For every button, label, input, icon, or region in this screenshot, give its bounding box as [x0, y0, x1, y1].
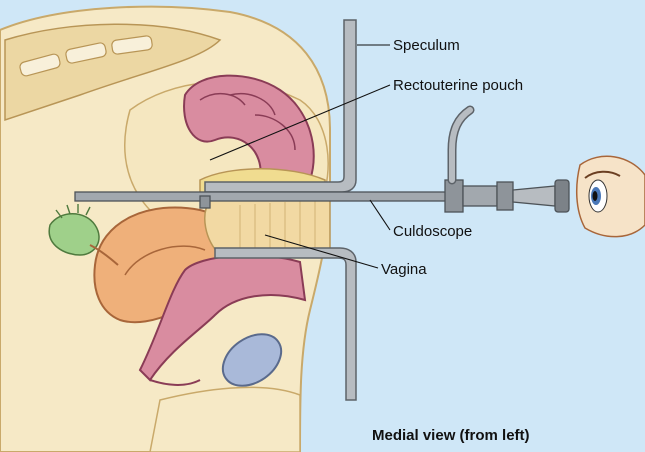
label-speculum: Speculum — [393, 37, 460, 54]
perineum — [150, 387, 300, 452]
label-culdoscope: Culdoscope — [393, 223, 472, 240]
label-rectouterine-pouch: Rectouterine pouch — [393, 77, 523, 94]
viewer-eye — [577, 156, 645, 236]
figure-caption: Medial view (from left) — [372, 427, 530, 444]
label-vagina: Vagina — [381, 261, 427, 278]
culdoscope-leader — [370, 200, 390, 230]
vaginal-canal — [205, 195, 330, 255]
